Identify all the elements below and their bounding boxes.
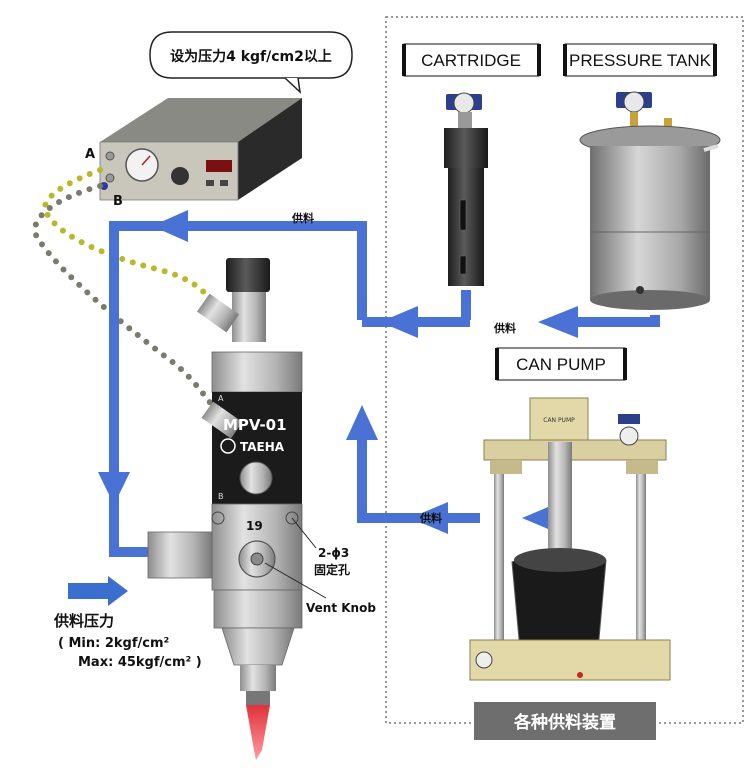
controller-knob-icon <box>171 167 189 185</box>
pressure-title: 供料压力 <box>53 612 114 630</box>
pressure-tank-device <box>579 91 721 310</box>
inlet-arrow-icon <box>68 576 128 606</box>
valve-port-b-label: B <box>218 492 224 501</box>
pressure-tank-label: PRESSURE TANK <box>569 51 712 70</box>
pressure-tank-label-box: PRESSURE TANK <box>563 43 717 77</box>
vent-knob-label: Vent Knob <box>306 601 376 615</box>
valve-port-a-label: A <box>218 394 224 403</box>
valve-brand-label: TAEHA <box>240 440 285 454</box>
taeha-logo-icon <box>220 438 236 454</box>
cartridge-label-box: CARTRIDGE <box>402 43 541 77</box>
controller-port-a-label: A <box>85 147 95 162</box>
can-pump-label: CAN PUMP <box>516 355 606 374</box>
cartridge-device <box>444 92 488 286</box>
mount-holes-label: 2-ϕ3 <box>318 546 349 560</box>
supply-footer-box <box>474 702 656 740</box>
flow-arrow-down-left <box>98 472 130 505</box>
air-hose-b <box>32 183 215 408</box>
flow-line-tank <box>461 290 660 327</box>
flow-arrow-up <box>346 405 378 440</box>
speech-bubble-text: 设为压力4 kgf/cm2以上 <box>170 48 332 65</box>
valve-number-label: 19 <box>246 519 263 533</box>
pressure-min: ( Min: 2kgf/cm² <box>58 636 169 651</box>
controller-unit: A B <box>85 98 302 209</box>
flow-arrow-left-bottom <box>410 502 448 534</box>
speech-bubble: 设为压力4 kgf/cm2以上 <box>149 31 353 94</box>
can-pump-device: CAN PUMP <box>469 397 671 681</box>
controller-display <box>206 160 232 172</box>
controller-port-b-label: B <box>113 194 123 209</box>
flow-arrow-left-top <box>152 210 188 242</box>
can-pump-label-box: CAN PUMP <box>495 347 627 381</box>
flow-arrow-left-mid <box>380 306 418 338</box>
flow-label-top: 供料 <box>291 211 314 225</box>
flow-label-middle: 供料 <box>493 321 516 335</box>
can-pump-plate: CAN PUMP <box>543 417 575 424</box>
mount-holes-desc: 固定孔 <box>314 562 350 577</box>
pressure-max: Max: 45kgf/cm² ) <box>78 655 202 670</box>
cartridge-label: CARTRIDGE <box>421 51 521 70</box>
dispensing-tip <box>246 705 270 760</box>
supply-footer-label: 各种供料装置 <box>513 712 616 733</box>
valve-model-label: MPV-01 <box>223 416 287 434</box>
flow-label-bottom: 供料 <box>419 511 442 525</box>
flow-arrow-left-tank <box>538 306 578 338</box>
valve-assembly: A B MPV-01 TAEHA 19 <box>147 258 303 760</box>
